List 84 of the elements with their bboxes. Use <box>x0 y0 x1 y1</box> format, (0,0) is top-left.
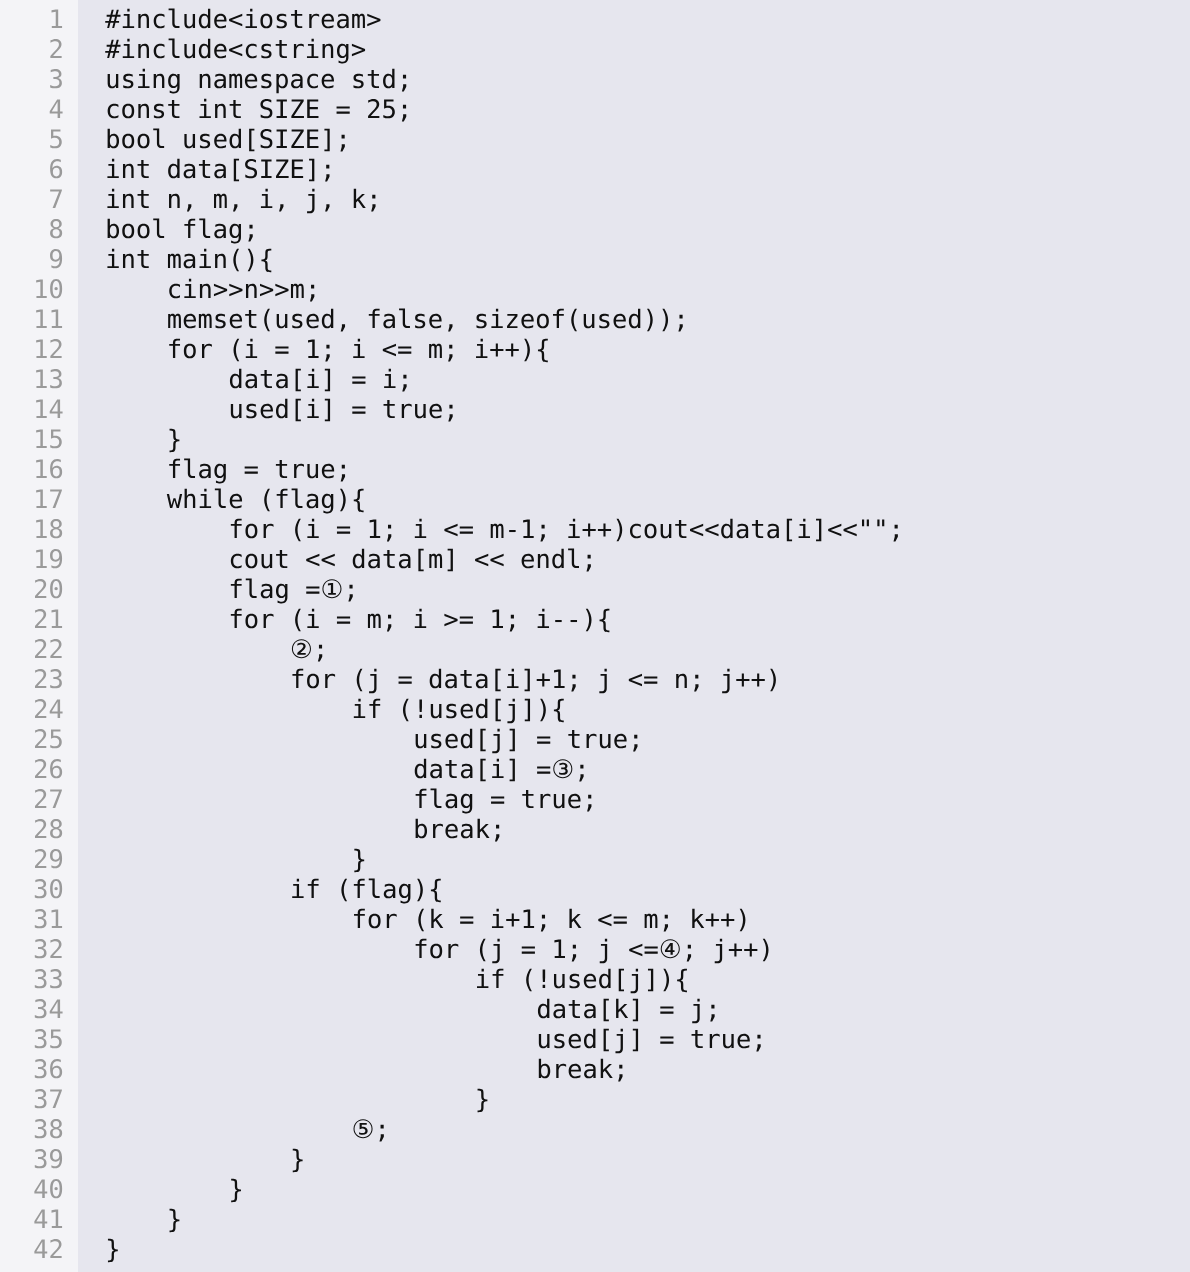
line-number: 33 <box>34 969 62 989</box>
code-line: flag = true; <box>415 788 592 814</box>
line-number: 17 <box>36 489 62 508</box>
line-number: 41 <box>34 1209 63 1228</box>
line-number: 25 <box>35 729 62 749</box>
line-number: 26 <box>35 759 63 779</box>
line-number: 14 <box>36 399 63 418</box>
code-line: int n, m, i, j, k; <box>107 188 376 214</box>
code-line: bool used[SIZE]; <box>107 128 345 152</box>
line-number: 2 <box>50 39 62 58</box>
line-number: 16 <box>36 459 63 479</box>
code-line: } <box>169 428 180 453</box>
line-number: 37 <box>34 1089 62 1109</box>
code-line: break; <box>415 818 500 842</box>
line-number: 5 <box>50 129 62 149</box>
line-number: 29 <box>35 849 63 869</box>
line-number: 34 <box>34 999 63 1019</box>
code-line: used[i] = true; <box>230 398 453 422</box>
code-line: #include<iostream> <box>105 8 381 29</box>
line-number: 24 <box>35 699 63 718</box>
code-line: if (!used[j]){ <box>353 698 564 724</box>
code-line: ②; <box>291 639 323 662</box>
code-line: used[j] = true; <box>415 728 638 754</box>
line-number: 6 <box>50 159 63 179</box>
line-number: 11 <box>36 309 63 328</box>
code-line: cin>>n>>m; <box>169 278 315 302</box>
line-number: 3 <box>50 69 62 89</box>
code-line: bool flag; <box>107 218 253 244</box>
code-line: flag = true; <box>169 458 346 484</box>
line-number: 1 <box>51 9 63 28</box>
line-number: 19 <box>36 549 63 569</box>
line-number: 22 <box>35 639 62 658</box>
line-number: 4 <box>49 99 63 118</box>
line-number: 32 <box>34 939 62 959</box>
code-line: data[i] =③; <box>414 758 584 782</box>
code-line: while (flag){ <box>166 488 364 514</box>
code-line: const int SIZE = 25; <box>107 98 407 122</box>
code-line: data[k] = j; <box>537 998 715 1024</box>
code-line: cout << data[m] << endl; <box>230 548 591 572</box>
code-line: for (i = m; i >= 1; i--){ <box>230 608 610 633</box>
line-number: 21 <box>35 609 63 628</box>
code-line: } <box>292 1148 303 1173</box>
code-line: #include<cstring> <box>105 38 366 64</box>
code-line: break; <box>538 1058 623 1082</box>
code-line: used[j] = true; <box>538 1028 761 1054</box>
code-line: for (i = 1; i <= m; i++){ <box>169 338 548 363</box>
line-number: 13 <box>36 369 62 389</box>
line-number: 42 <box>34 1239 62 1258</box>
code-line: flag =①; <box>230 578 353 604</box>
code-line: } <box>231 1178 241 1203</box>
code-line: if (flag){ <box>292 878 441 904</box>
code-line: for (j = data[i]+1; j <= n; j++) <box>292 668 776 694</box>
line-number: 20 <box>35 579 63 599</box>
code-line: using namespace std; <box>107 68 407 94</box>
line-number: 18 <box>36 519 63 539</box>
code-line: for (j = 1; j <=④; j++) <box>415 938 769 964</box>
code-line: } <box>169 1208 180 1233</box>
line-number: 12 <box>36 339 62 358</box>
line-number: 39 <box>34 1149 63 1169</box>
line-number: 36 <box>34 1059 63 1079</box>
line-number: 38 <box>34 1119 63 1139</box>
code-line: memset(used, false, sizeof(used)); <box>168 308 683 332</box>
code-line: data[i] = i; <box>229 368 407 392</box>
code-line: for (k = i+1; k <= m; k++) <box>354 908 746 932</box>
line-number: 40 <box>34 1179 63 1199</box>
code-line: int main(){ <box>107 248 272 273</box>
line-number: 31 <box>34 909 63 929</box>
code-line: if (!used[j]){ <box>477 968 687 994</box>
code-line: ⑤; <box>353 1119 384 1142</box>
line-number: 30 <box>34 879 63 899</box>
line-number: 8 <box>50 219 63 239</box>
line-number: 15 <box>36 429 62 449</box>
line-number: 10 <box>36 279 63 299</box>
line-number: 9 <box>50 249 63 269</box>
line-number: 23 <box>35 669 62 689</box>
line-number: 28 <box>35 819 63 839</box>
line-number: 7 <box>50 189 62 208</box>
line-number: 27 <box>35 789 62 808</box>
code-line: } <box>354 848 365 873</box>
code-line: } <box>107 1238 118 1263</box>
line-number: 35 <box>34 1029 62 1049</box>
code-line: } <box>477 1088 488 1113</box>
code-line: int data[SIZE]; <box>107 158 330 182</box>
code-line: for (i = 1; i <= m-1; i++)cout<<data[i]<<""; <box>230 518 898 542</box>
